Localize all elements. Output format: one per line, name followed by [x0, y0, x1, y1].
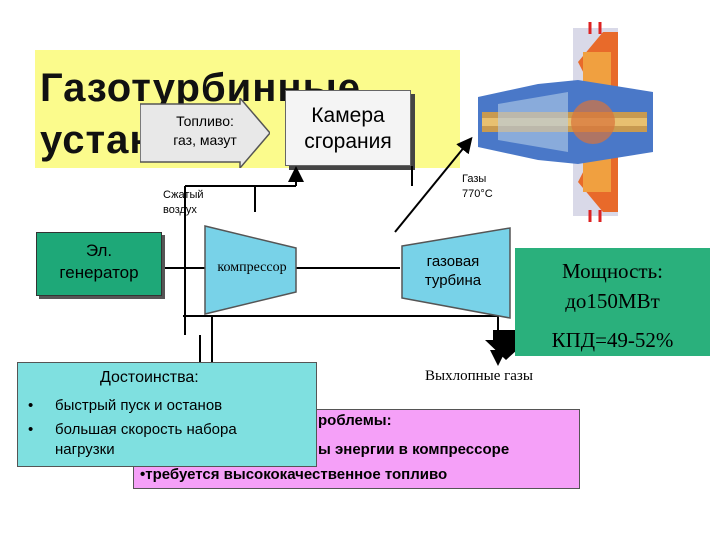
fuel-arrow-shape	[140, 98, 270, 168]
advantages-item: быстрый пуск и останов	[55, 397, 223, 414]
power-text: Мощность: до150МВт	[562, 259, 663, 313]
turbine-illustration	[478, 22, 653, 222]
advantages-bullet: •	[28, 397, 34, 414]
turbine-label: газовая турбина	[424, 253, 482, 289]
gases-label: Газы 770°С	[462, 173, 493, 200]
power-box	[515, 248, 710, 356]
combustion-chamber-box: Камера сгорания	[285, 90, 411, 166]
advantages-title: Достоинства:	[100, 369, 199, 386]
generator-box: Эл. генератор	[36, 232, 162, 296]
fuel-label: Топливо: газ, мазут	[173, 113, 237, 148]
advantages-item: нагрузки	[55, 441, 115, 458]
compressed-air-label: Сжатый воздух	[163, 189, 204, 216]
turbine-shape	[401, 227, 511, 319]
problems-item-2: •требуется высококачественное топливо	[140, 466, 448, 483]
compressor-shape	[204, 225, 297, 315]
problems-title: роблемы:	[318, 412, 392, 429]
efficiency-text: КПД=49-52%	[551, 328, 674, 352]
advantages-box	[17, 362, 317, 467]
compressor-label: компрессор	[217, 260, 287, 275]
exhaust-label: Выхлопные газы	[425, 368, 533, 384]
advantages-item: большая скорость набора	[55, 421, 237, 438]
problems-item-1: ы энергии в компрессоре	[318, 441, 510, 458]
advantages-bullet: •	[28, 421, 34, 438]
